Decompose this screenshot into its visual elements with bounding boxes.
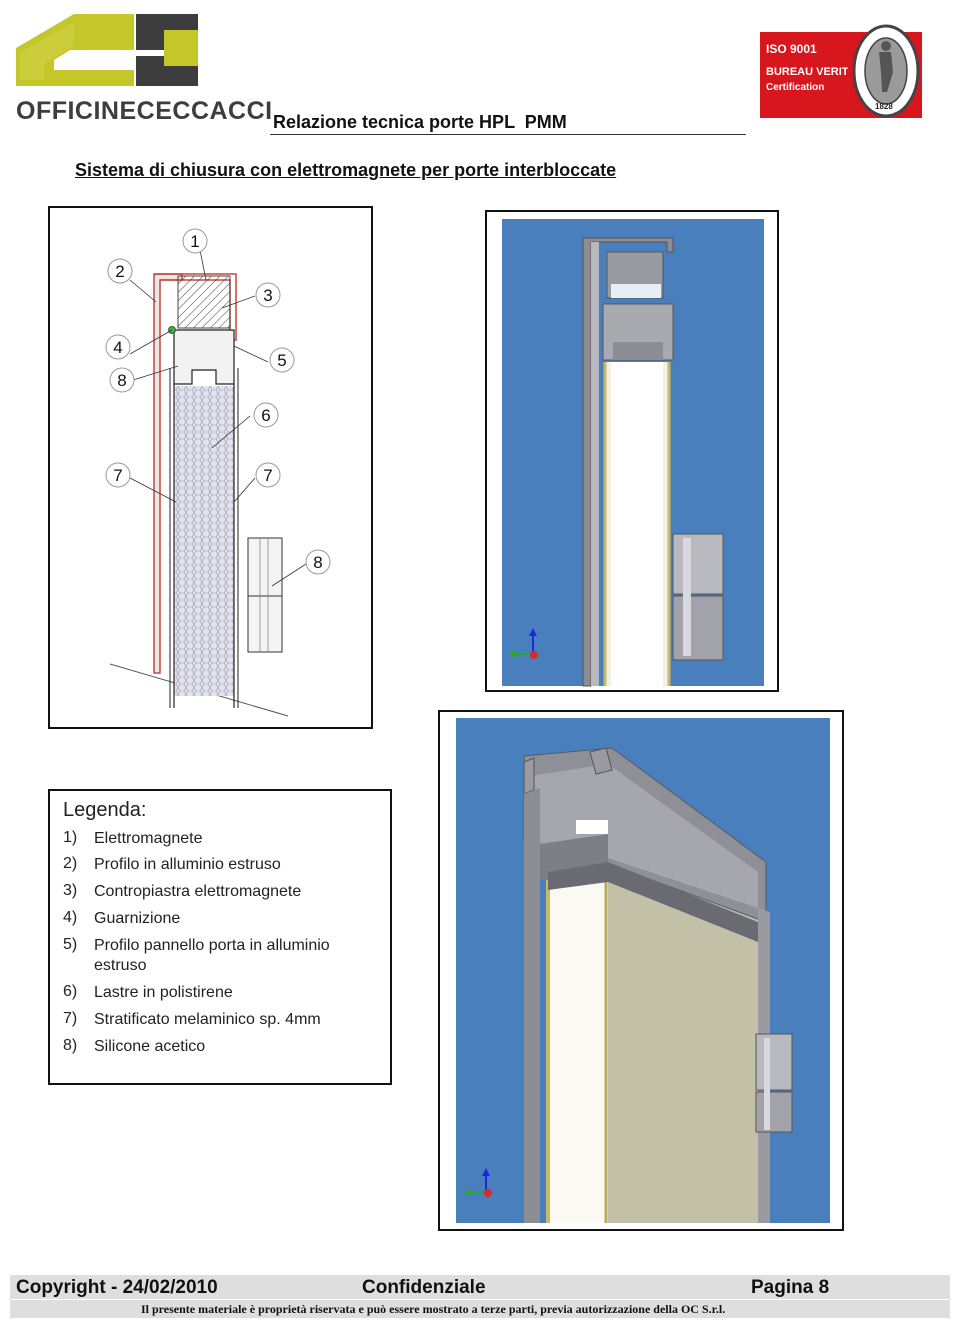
legend-item-number: 8) [63, 1037, 78, 1054]
legend-item-text: Guarnizione [94, 910, 181, 927]
cross-section-svg: 1 2 3 4 8 5 6 7 7 8 [105, 228, 331, 717]
callout-2: 2 [115, 262, 124, 281]
legend-item-text: Stratificato melaminico sp. 4mm [94, 1011, 321, 1028]
legend-title: Legenda: [63, 799, 147, 821]
legend-item-number: 1) [63, 829, 78, 846]
company-logo: OFFICINECECCACCI [14, 10, 272, 130]
callout-3: 3 [263, 286, 272, 305]
legend-item-text: Profilo in alluminio estruso [94, 856, 281, 873]
legend-item-number: 7) [63, 1010, 78, 1027]
render-perspective-svg [456, 718, 830, 1223]
callout-7-left: 7 [113, 466, 122, 485]
certification-logo: ISO 9001 BUREAU VERITAS Certification 18… [755, 18, 933, 118]
legend-box: Legenda: 1) Elettromagnete 2) Profilo in… [48, 789, 392, 1085]
footer-confidential: Confidenziale [362, 1277, 486, 1298]
footer-bar-bottom [10, 1300, 950, 1318]
legend-item: 2) Profilo in alluminio estruso [63, 855, 374, 875]
legend-item-text: Profilo pannello porta in alluminio estr… [94, 937, 330, 974]
render-perspective-view [438, 710, 844, 1231]
cert-iso: ISO 9001 [766, 42, 817, 56]
logo-text: OFFICINECECCACCI [16, 97, 273, 125]
callout-8-top: 8 [117, 371, 126, 390]
callout-4: 4 [113, 338, 122, 357]
legend-item: 6) Lastre in polistirene [63, 983, 374, 1003]
cert-bureau: BUREAU VERITAS [766, 66, 863, 78]
section-title: Sistema di chiusura con elettromagnete p… [75, 160, 617, 180]
legend-item-text: Silicone acetico [94, 1038, 206, 1055]
callout-6: 6 [261, 406, 270, 425]
bureau-veritas-seal [852, 24, 920, 118]
legend-item-number: 2) [63, 855, 78, 872]
footer-bar-top [10, 1275, 950, 1299]
header-rule [270, 134, 746, 135]
render-side-view [485, 210, 779, 692]
legend-item: 7) Stratificato melaminico sp. 4mm [63, 1010, 374, 1030]
legend-item-text: Elettromagnete [94, 830, 203, 847]
legend-item: 4) Guarnizione [63, 909, 374, 929]
legend-item: 1) Elettromagnete [63, 829, 374, 849]
render-side-svg [502, 219, 764, 687]
document-title: Relazione tecnica porte HPL PMM [273, 112, 567, 132]
legend-item-number: 6) [63, 983, 78, 1000]
footer-copyright: Copyright - 24/02/2010 [16, 1277, 218, 1298]
footer-page-number: Pagina 8 [751, 1277, 830, 1298]
legend-item-number: 4) [63, 909, 78, 926]
legend-item: 8) Silicone acetico [63, 1037, 374, 1057]
legend-item-number: 5) [63, 936, 78, 953]
callout-1: 1 [190, 232, 199, 251]
cert-red-box: ISO 9001 BUREAU VERITAS Certification [760, 32, 863, 118]
legend-item-number: 3) [63, 882, 78, 899]
legend-item: 5) Profilo pannello porta in alluminio e… [63, 936, 374, 976]
legend-item-text: Lastre in polistirene [94, 984, 233, 1001]
footer-notice: Il presente materiale è proprietà riserv… [141, 1302, 726, 1316]
seal-year: 1828 [875, 102, 893, 111]
logo-mark [16, 14, 198, 86]
callout-8-bottom: 8 [313, 553, 322, 572]
legend-item: 3) Contropiastra elettromagnete [63, 882, 374, 902]
callout-5: 5 [277, 351, 286, 370]
legend-item-text: Contropiastra elettromagnete [94, 883, 302, 900]
cross-section-drawing: 1 2 3 4 8 5 6 7 7 8 [48, 206, 373, 729]
cert-certification: Certification [766, 82, 825, 93]
callout-7-right: 7 [263, 466, 272, 485]
